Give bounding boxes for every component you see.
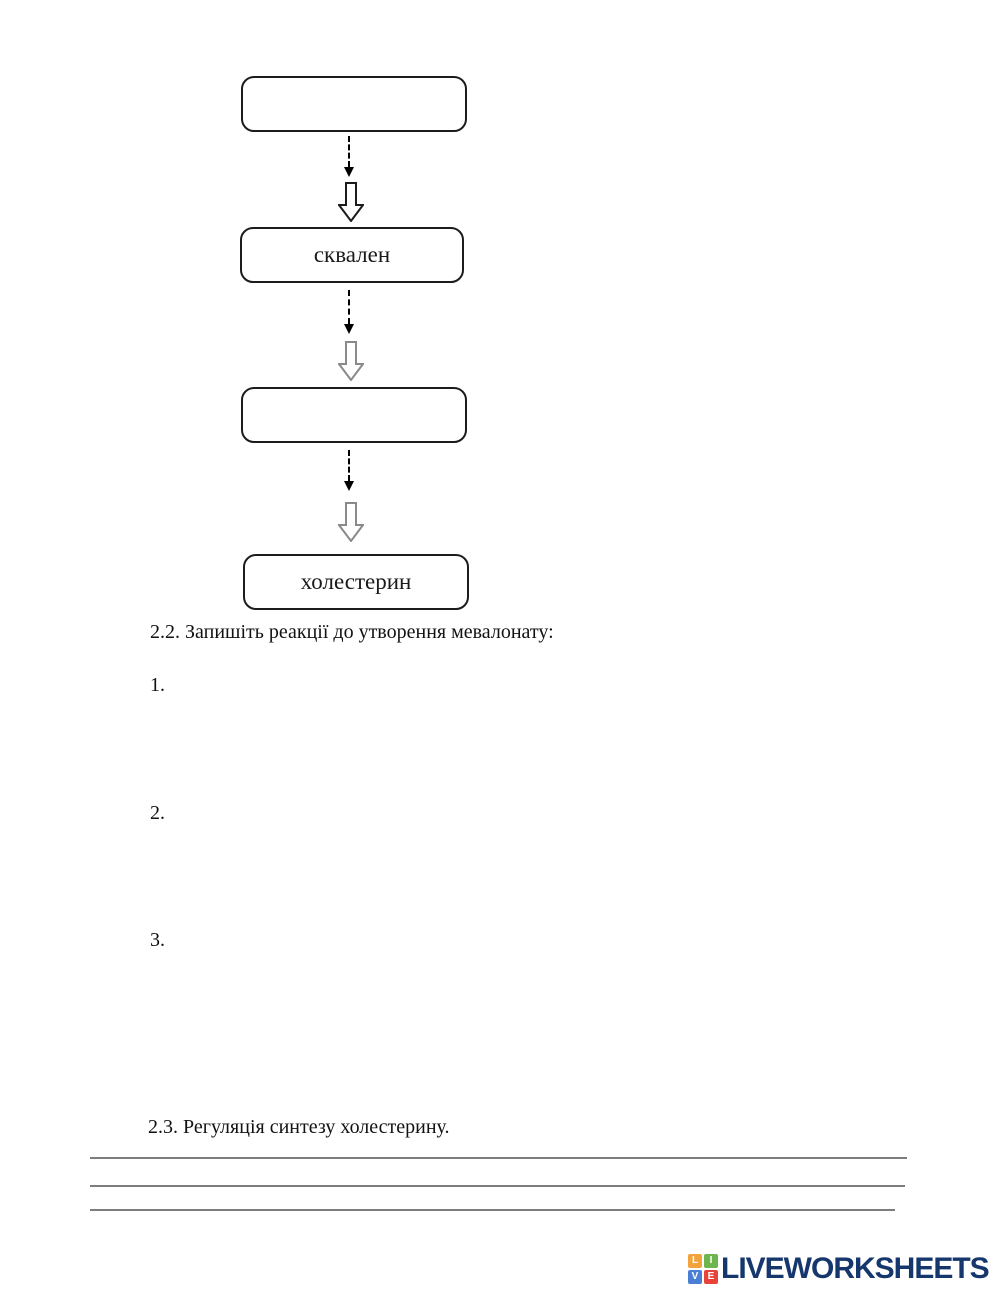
flow-box-cholesterol: холестерин <box>243 554 469 610</box>
block-arrow-down-icon <box>338 182 364 222</box>
arrowhead-icon <box>344 324 354 334</box>
liveworksheets-wordmark: LIVEWORKSHEETS <box>721 1252 990 1285</box>
liveworksheets-logo[interactable]: L I V E LIVEWORKSHEETS <box>688 1252 990 1285</box>
logo-tile-e: E <box>704 1270 718 1284</box>
question-2-3-heading: 2.3. Регуляція синтезу холестерину. <box>148 1116 450 1138</box>
arrowhead-icon <box>344 481 354 491</box>
dashed-line <box>348 450 350 481</box>
question-2-2-heading: 2.2. Запишіть реакції до утворення мевал… <box>150 621 554 643</box>
liveworksheets-icon: L I V E <box>688 1254 718 1284</box>
dashed-line <box>348 136 350 167</box>
answer-line[interactable] <box>90 1157 907 1159</box>
item-number-2: 2. <box>150 802 165 824</box>
flow-box-squalene: сквален <box>240 227 464 283</box>
dashed-arrow-icon <box>343 450 355 491</box>
dashed-line <box>348 290 350 324</box>
item-number-3: 3. <box>150 929 165 951</box>
logo-tile-l: L <box>688 1254 702 1268</box>
flow-box-1-empty[interactable] <box>241 76 467 132</box>
block-arrow-down-icon <box>338 341 364 381</box>
logo-tile-i: I <box>704 1254 718 1268</box>
logo-tile-v: V <box>688 1270 702 1284</box>
block-arrow-down-icon <box>338 502 364 542</box>
answer-line[interactable] <box>90 1209 895 1211</box>
item-number-1: 1. <box>150 674 165 696</box>
flow-box-3-empty[interactable] <box>241 387 467 443</box>
answer-line[interactable] <box>90 1185 905 1187</box>
dashed-arrow-icon <box>343 290 355 334</box>
arrowhead-icon <box>344 167 354 177</box>
dashed-arrow-icon <box>343 136 355 177</box>
